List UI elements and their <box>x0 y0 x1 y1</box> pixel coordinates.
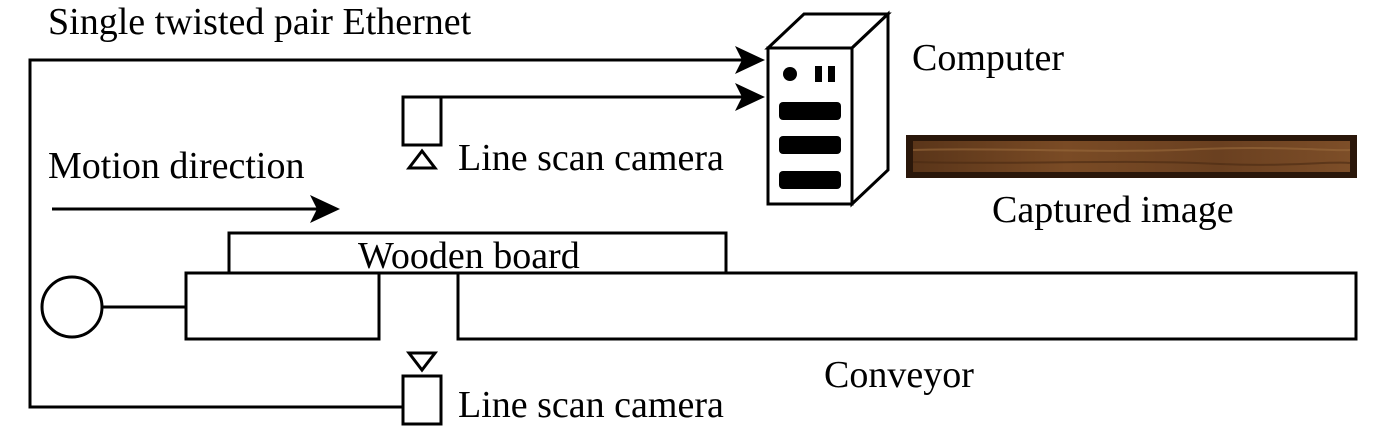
bottom-camera-lens-icon <box>405 351 439 373</box>
ethernet-label: Single twisted pair Ethernet <box>48 1 472 43</box>
top-line-scan-camera <box>401 95 443 147</box>
top-camera-arrowhead <box>735 83 765 111</box>
conveyor-label: Conveyor <box>824 354 974 396</box>
motion-label: Motion direction <box>48 145 304 187</box>
ethernet-cable-line <box>28 58 752 409</box>
conveyor-right-section <box>456 271 1358 341</box>
top-camera-lens-icon <box>405 148 439 170</box>
bottom-camera-label: Line scan camera <box>458 384 724 426</box>
top-camera-label: Line scan camera <box>458 137 724 179</box>
conveyor-roller <box>40 275 104 339</box>
computer-icon <box>764 10 892 208</box>
wooden-board-label: Wooden board <box>358 235 580 277</box>
captured-image <box>906 135 1357 178</box>
bottom-line-scan-camera <box>401 374 443 426</box>
ethernet-arrowhead <box>735 46 765 74</box>
captured-image-label: Captured image <box>992 189 1234 231</box>
conveyor-left-section <box>184 271 381 341</box>
motion-arrowhead <box>310 195 340 223</box>
computer-label: Computer <box>912 37 1064 79</box>
